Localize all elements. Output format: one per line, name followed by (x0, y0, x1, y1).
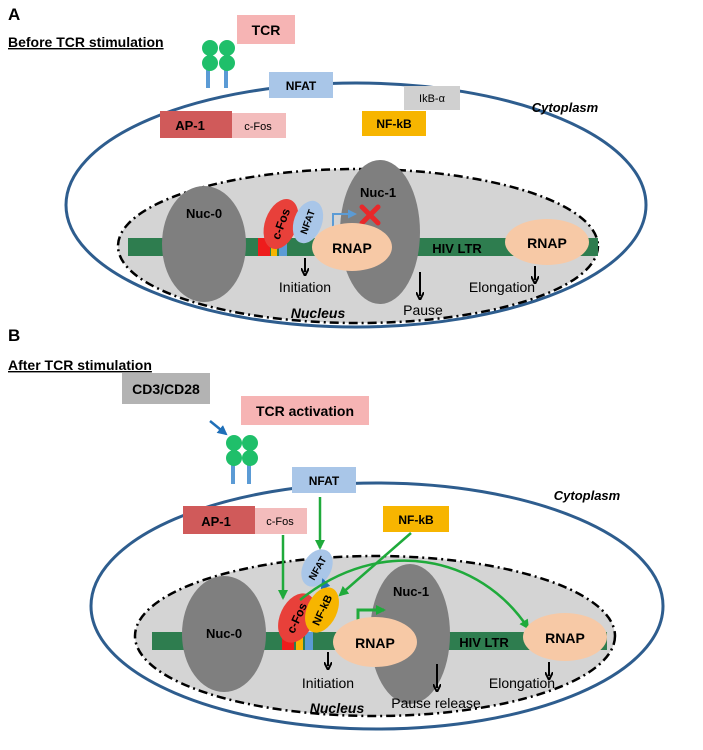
cytoplasm-label: Cytoplasm (554, 488, 621, 503)
rnap-promoter-label: RNAP (355, 635, 395, 651)
tcr-receptor-active-icon (226, 435, 258, 484)
nfkb-box (362, 111, 426, 136)
rnap-promoter (312, 223, 392, 271)
nucleus-label: Nucleus (291, 305, 346, 321)
nuc1-label: Nuc-1 (393, 584, 429, 599)
nuc1-label: Nuc-1 (360, 185, 396, 200)
panel-a: A Before TCR stimulation TCR NFAT AP-1 c… (8, 5, 648, 329)
nfat-label: NFAT (286, 79, 317, 93)
hiv-ltr-label: HIV LTR (459, 635, 509, 650)
nfat-box (269, 72, 333, 98)
rnap-elongating (505, 219, 589, 265)
nfkb-site (296, 632, 303, 650)
pause-release-label: Pause release (391, 695, 481, 711)
tcr-label: TCR (252, 22, 281, 38)
nfat-bound-ellipse (292, 200, 324, 244)
block-x-icon (359, 204, 381, 226)
nfkb-bound-ellipse (305, 587, 339, 633)
cfos-bound-ellipse (278, 593, 316, 643)
rnap-elongating-label: RNAP (527, 235, 567, 251)
nfat-bound-ellipse (301, 549, 333, 587)
pause-label: Pause (403, 302, 443, 318)
panel-b-letter: B (8, 326, 20, 345)
initiation-label: Initiation (279, 279, 331, 295)
ap1-label: AP-1 (201, 514, 231, 529)
nuc0-label: Nuc-0 (206, 626, 242, 641)
cfos-box (232, 113, 286, 138)
stimulation-arrow (209, 420, 228, 436)
rnap-promoter-label: RNAP (332, 240, 372, 256)
elongation-label: Elongation (469, 279, 535, 295)
panel-b-heading: After TCR stimulation (8, 357, 152, 373)
ap1-box (160, 111, 232, 138)
panel-a-letter: A (8, 5, 20, 24)
nfat-site (305, 632, 313, 650)
hiv-ltr-label: HIV LTR (432, 241, 482, 256)
tcr-activation-box (241, 396, 369, 425)
nfat-label: NFAT (309, 474, 340, 488)
rnap-elongating (523, 613, 607, 661)
ap1-label: AP-1 (175, 118, 205, 133)
rnap-elongating-label: RNAP (545, 630, 585, 646)
ikb-label: IkB-α (419, 93, 446, 105)
cytoplasm-label: Cytoplasm (532, 100, 599, 115)
cfos-label: c-Fos (266, 516, 294, 528)
tcr-box (237, 15, 295, 44)
nfkb-box (383, 506, 449, 532)
tcr-receptor-icon (202, 40, 235, 88)
ap1-box (183, 506, 255, 534)
nuc0-nucleosome (162, 186, 246, 302)
panel-b: B After TCR stimulation CD3/CD28 TCR act… (8, 326, 665, 731)
elongation-activation-arrow (299, 559, 530, 630)
elongation-label: Elongation (489, 675, 555, 691)
nuc0-label: Nuc-0 (186, 206, 222, 221)
panel-a-heading: Before TCR stimulation (8, 34, 164, 50)
initiation-label: Initiation (302, 675, 354, 691)
tcr-activation-label: TCR activation (256, 403, 354, 419)
cd3-box (122, 373, 210, 404)
cd3-label: CD3/CD28 (132, 381, 200, 397)
cfos-label: c-Fos (244, 121, 272, 133)
nfat-box (292, 467, 356, 493)
rnap-promoter (333, 617, 417, 667)
nfat-site (279, 238, 287, 256)
nfkb-label: NF-kB (376, 117, 412, 131)
nucleus-label: Nucleus (310, 700, 365, 716)
nfkb-label: NF-kB (398, 513, 434, 527)
cfos-box (255, 508, 307, 534)
nuc0-nucleosome (182, 576, 266, 692)
cfos-bound-ellipse (263, 198, 299, 250)
ikb-box (404, 86, 460, 110)
